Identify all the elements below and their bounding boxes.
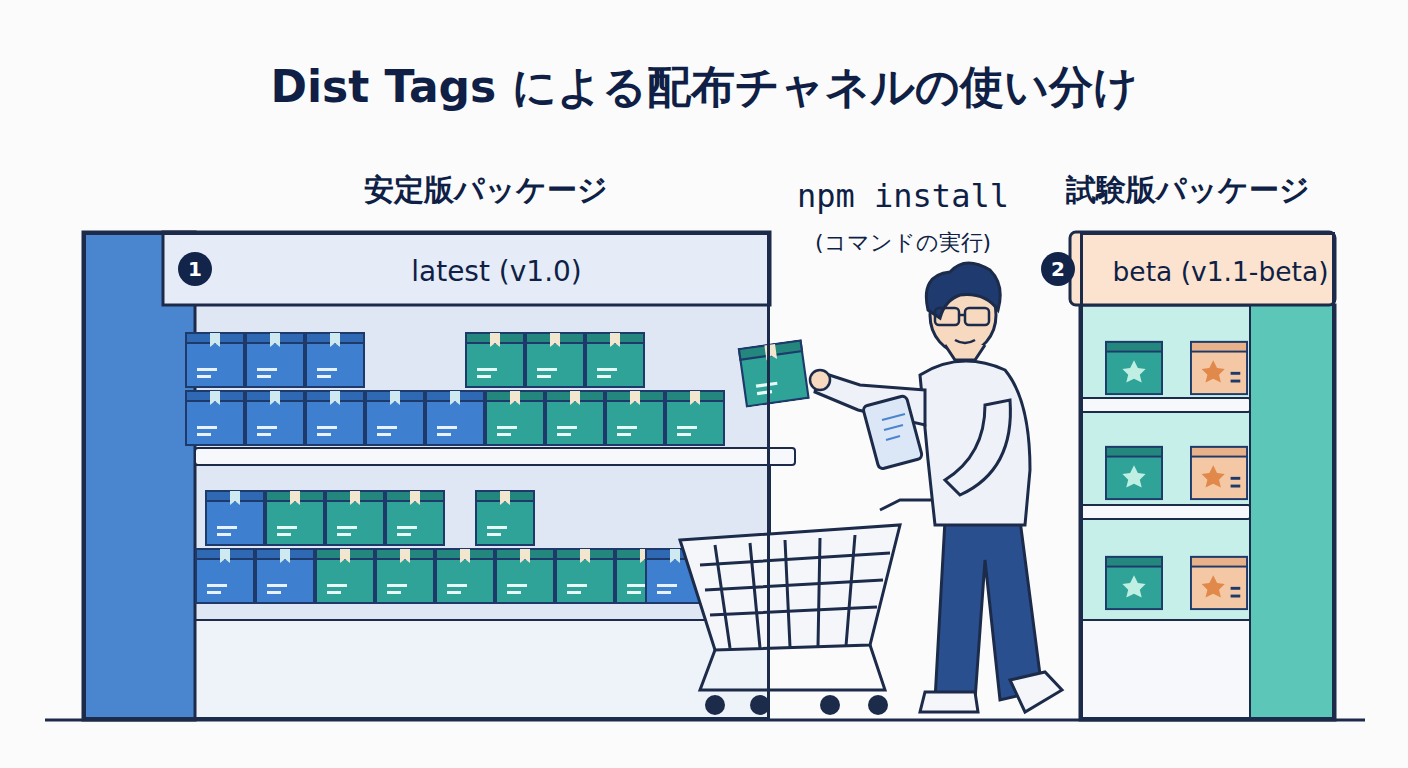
dist-tag-label: beta (v1.1-beta) (1113, 256, 1329, 287)
package-box (526, 333, 584, 387)
package-box (256, 549, 314, 603)
tag-panel: beta (v1.1-beta) (1073, 235, 1338, 308)
tag-panel: latest (v1.0) (166, 235, 773, 308)
title: Dist Tags による配布チャネルの使い分け (0, 58, 1408, 117)
package-box (666, 391, 724, 445)
package-box (1191, 557, 1247, 609)
package-box (316, 549, 374, 603)
command-note: (コマンドの実行) (815, 228, 991, 258)
package-box (1106, 447, 1162, 499)
shelf-heading: 試験版パッケージ (1038, 170, 1338, 211)
package-box (546, 391, 604, 445)
package-box (426, 391, 484, 445)
dist-tag-label: latest (v1.0) (411, 255, 582, 288)
package-box (1191, 447, 1247, 499)
shelf-unit: 試験版パッケージbeta (v1.1-beta) (1080, 232, 1335, 720)
package-box (326, 491, 384, 545)
package-box (486, 391, 544, 445)
callout-number: 1 (178, 252, 212, 286)
shelf-heading: 安定版パッケージ (226, 170, 746, 211)
package-box (186, 333, 244, 387)
package-box (196, 549, 254, 603)
package-box (586, 333, 644, 387)
package-box (496, 549, 554, 603)
package-box (1106, 342, 1162, 394)
package-box (556, 549, 614, 603)
package-box (476, 491, 534, 545)
package-box (246, 391, 304, 445)
package-box (436, 549, 494, 603)
package-box (366, 391, 424, 445)
package-box (246, 333, 304, 387)
package-box (466, 333, 524, 387)
package-box (186, 391, 244, 445)
package-box (206, 491, 264, 545)
package-box (306, 333, 364, 387)
package-box (606, 391, 664, 445)
callout-number: 2 (1041, 252, 1075, 286)
package-box (1106, 557, 1162, 609)
package-box (306, 391, 364, 445)
command-text: npm install (797, 177, 1009, 215)
package-box (266, 491, 324, 545)
package-box (1191, 342, 1247, 394)
package-box (376, 549, 434, 603)
package-box (386, 491, 444, 545)
shelf-unit: 安定版パッケージlatest (v1.0) (83, 232, 770, 720)
